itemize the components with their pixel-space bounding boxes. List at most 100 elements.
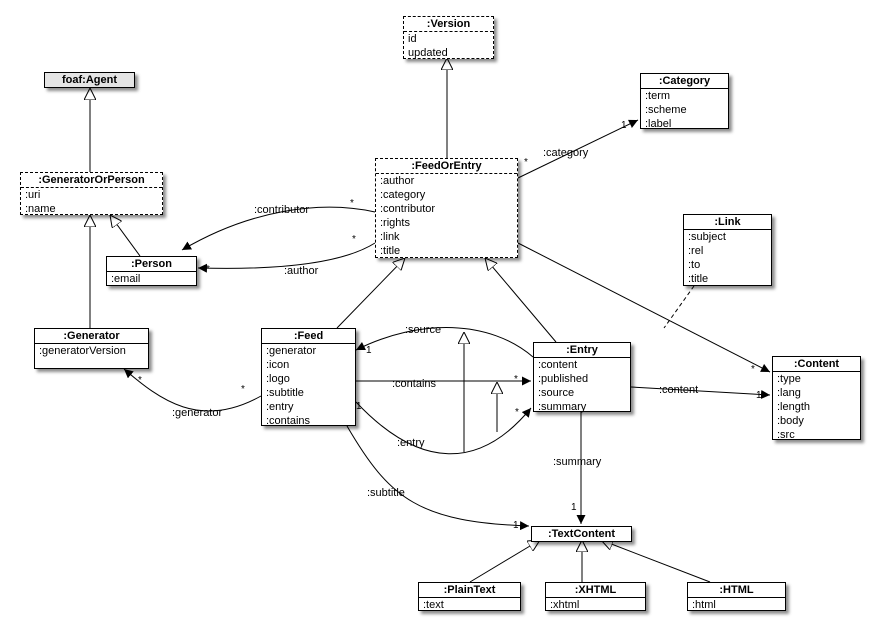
class-generatororperson-name: :GeneratorOrPerson	[21, 173, 162, 188]
class-feed[interactable]: :Feed :generator :icon :logo :subtitle :…	[261, 328, 356, 427]
class-feed-name: :Feed	[262, 329, 355, 344]
label-category: :category	[543, 147, 589, 159]
assoc-category	[517, 119, 639, 179]
mult-contains-target: *	[514, 374, 518, 385]
mult-content-target: 1	[756, 390, 762, 401]
class-generator-name: :Generator	[35, 329, 148, 344]
class-feedorentry-attr: :link	[380, 231, 400, 243]
class-content-attr: :src	[777, 429, 795, 441]
class-link-attr: :subject	[688, 231, 726, 243]
class-textcontent-name: :TextContent	[547, 528, 615, 540]
class-category-attr: :label	[645, 118, 672, 130]
class-link-attr: :to	[688, 259, 701, 271]
class-entry-attr: :content	[538, 359, 578, 371]
assoc-source	[355, 327, 534, 358]
class-xhtml-name: :XHTML	[546, 583, 645, 598]
class-agent-name: foaf:Agent	[45, 73, 134, 87]
class-plaintext-attr: :text	[423, 599, 444, 611]
class-text-content[interactable]: :TextContent	[531, 526, 632, 542]
assoc-author	[197, 242, 376, 273]
class-entry-name: :Entry	[534, 343, 630, 358]
class-link[interactable]: :Link :subject :rel :to :title	[683, 214, 772, 286]
class-category-name: :Category	[641, 74, 728, 89]
class-generator-attr: :generatorVersion	[39, 345, 126, 357]
class-feedorentry-attr: :contributor	[380, 203, 436, 215]
class-person-attr: :email	[111, 273, 141, 285]
class-category[interactable]: :Category :term :scheme :label	[640, 73, 729, 130]
class-version-attr: id	[408, 33, 417, 45]
class-feedorentry-attr: :category	[380, 189, 426, 201]
class-content-attr: :body	[777, 415, 804, 427]
label-author: :author	[284, 265, 319, 277]
class-content-attr: :length	[777, 401, 811, 413]
label-contains: :contains	[392, 378, 437, 390]
class-entry-attr: :published	[538, 373, 589, 385]
class-content-attr: :lang	[777, 387, 801, 399]
mult-feedorentry-content-target: *	[751, 364, 755, 375]
mult-author-source: *	[352, 234, 356, 245]
label-generator: :generator	[172, 407, 223, 419]
class-content-name: :Content	[773, 357, 860, 372]
class-xhtml-attr: :xhtml	[550, 599, 580, 611]
class-html[interactable]: :HTML :html	[687, 582, 786, 611]
mult-author-target: *	[206, 264, 210, 275]
class-html-name: :HTML	[688, 583, 785, 598]
class-feedorentry-attr: :title	[380, 245, 401, 257]
class-category-attr: :scheme	[645, 104, 687, 116]
label-summary: :summary	[553, 456, 602, 468]
gen-html-textcontent	[601, 540, 711, 583]
class-plaintext-name: :PlainText	[419, 583, 520, 598]
label-contributor: :contributor	[254, 204, 310, 216]
label-subtitle: :subtitle	[367, 487, 405, 499]
label-source: :source	[405, 324, 442, 336]
class-plain-text[interactable]: :PlainText :text	[418, 582, 521, 611]
mult-category-target: 1	[621, 120, 627, 131]
mult-generator-target: *	[138, 375, 142, 386]
class-generatororperson-attr: :uri	[25, 189, 41, 201]
class-version[interactable]: :Version id updated	[403, 16, 494, 59]
class-entry[interactable]: :Entry :content :published :source :summ…	[533, 342, 631, 413]
class-feedorentry-attr: :rights	[380, 217, 410, 229]
class-generatororperson-attr: :name	[25, 203, 56, 215]
class-feed-attr: :icon	[266, 359, 290, 371]
assoc-content	[630, 386, 771, 399]
class-entry-attr: :summary	[538, 401, 587, 413]
gen-entry-feedorentry	[485, 258, 557, 343]
class-xhtml[interactable]: :XHTML :xhtml	[545, 582, 646, 611]
gen-feed-feedorentry	[336, 258, 405, 329]
class-entry-attr: :source	[538, 387, 575, 399]
class-feed-or-entry[interactable]: :FeedOrEntry :author :category :contribu…	[375, 158, 518, 258]
class-link-attr: :rel	[688, 245, 704, 257]
class-person-name: :Person	[107, 257, 196, 272]
label-content: :content	[659, 384, 699, 396]
class-link-attr: :title	[688, 273, 709, 285]
gen-plaintext-textcontent	[469, 540, 540, 583]
gen-person-generatororperson	[110, 215, 141, 257]
class-generator[interactable]: :Generator :generatorVersion	[34, 328, 149, 369]
class-version-attr: updated	[408, 47, 448, 59]
mult-generator-source: *	[241, 384, 245, 395]
class-category-attr: :term	[645, 90, 671, 102]
mult-entry-source: 1	[356, 401, 362, 412]
class-generator-or-person[interactable]: :GeneratorOrPerson :uri :name	[20, 172, 163, 215]
mult-category-source: *	[524, 157, 528, 168]
class-feed-attr: :entry	[266, 401, 294, 413]
mult-contributor-target: *	[186, 243, 190, 254]
assoc-entry	[355, 401, 532, 455]
class-feed-attr: :contains	[266, 415, 311, 427]
class-foaf-agent[interactable]: foaf:Agent	[44, 72, 135, 88]
class-feedorentry-name: :FeedOrEntry	[376, 159, 517, 174]
mult-summary-target: 1	[571, 502, 577, 513]
label-entry: :entry	[397, 437, 425, 449]
mult-subtitle-target: 1	[513, 520, 519, 531]
class-version-name: :Version	[404, 17, 493, 32]
class-feed-attr: :generator	[266, 345, 317, 357]
assoc-feedorentry-content	[517, 242, 771, 373]
class-person[interactable]: :Person :email	[106, 256, 197, 286]
assoc-contributor	[181, 206, 376, 251]
class-content[interactable]: :Content :type :lang :length :body :src	[772, 356, 861, 441]
mult-entry-target: *	[515, 407, 519, 418]
assoc-subtitle	[346, 425, 530, 531]
mult-source-target: 1	[366, 345, 372, 356]
